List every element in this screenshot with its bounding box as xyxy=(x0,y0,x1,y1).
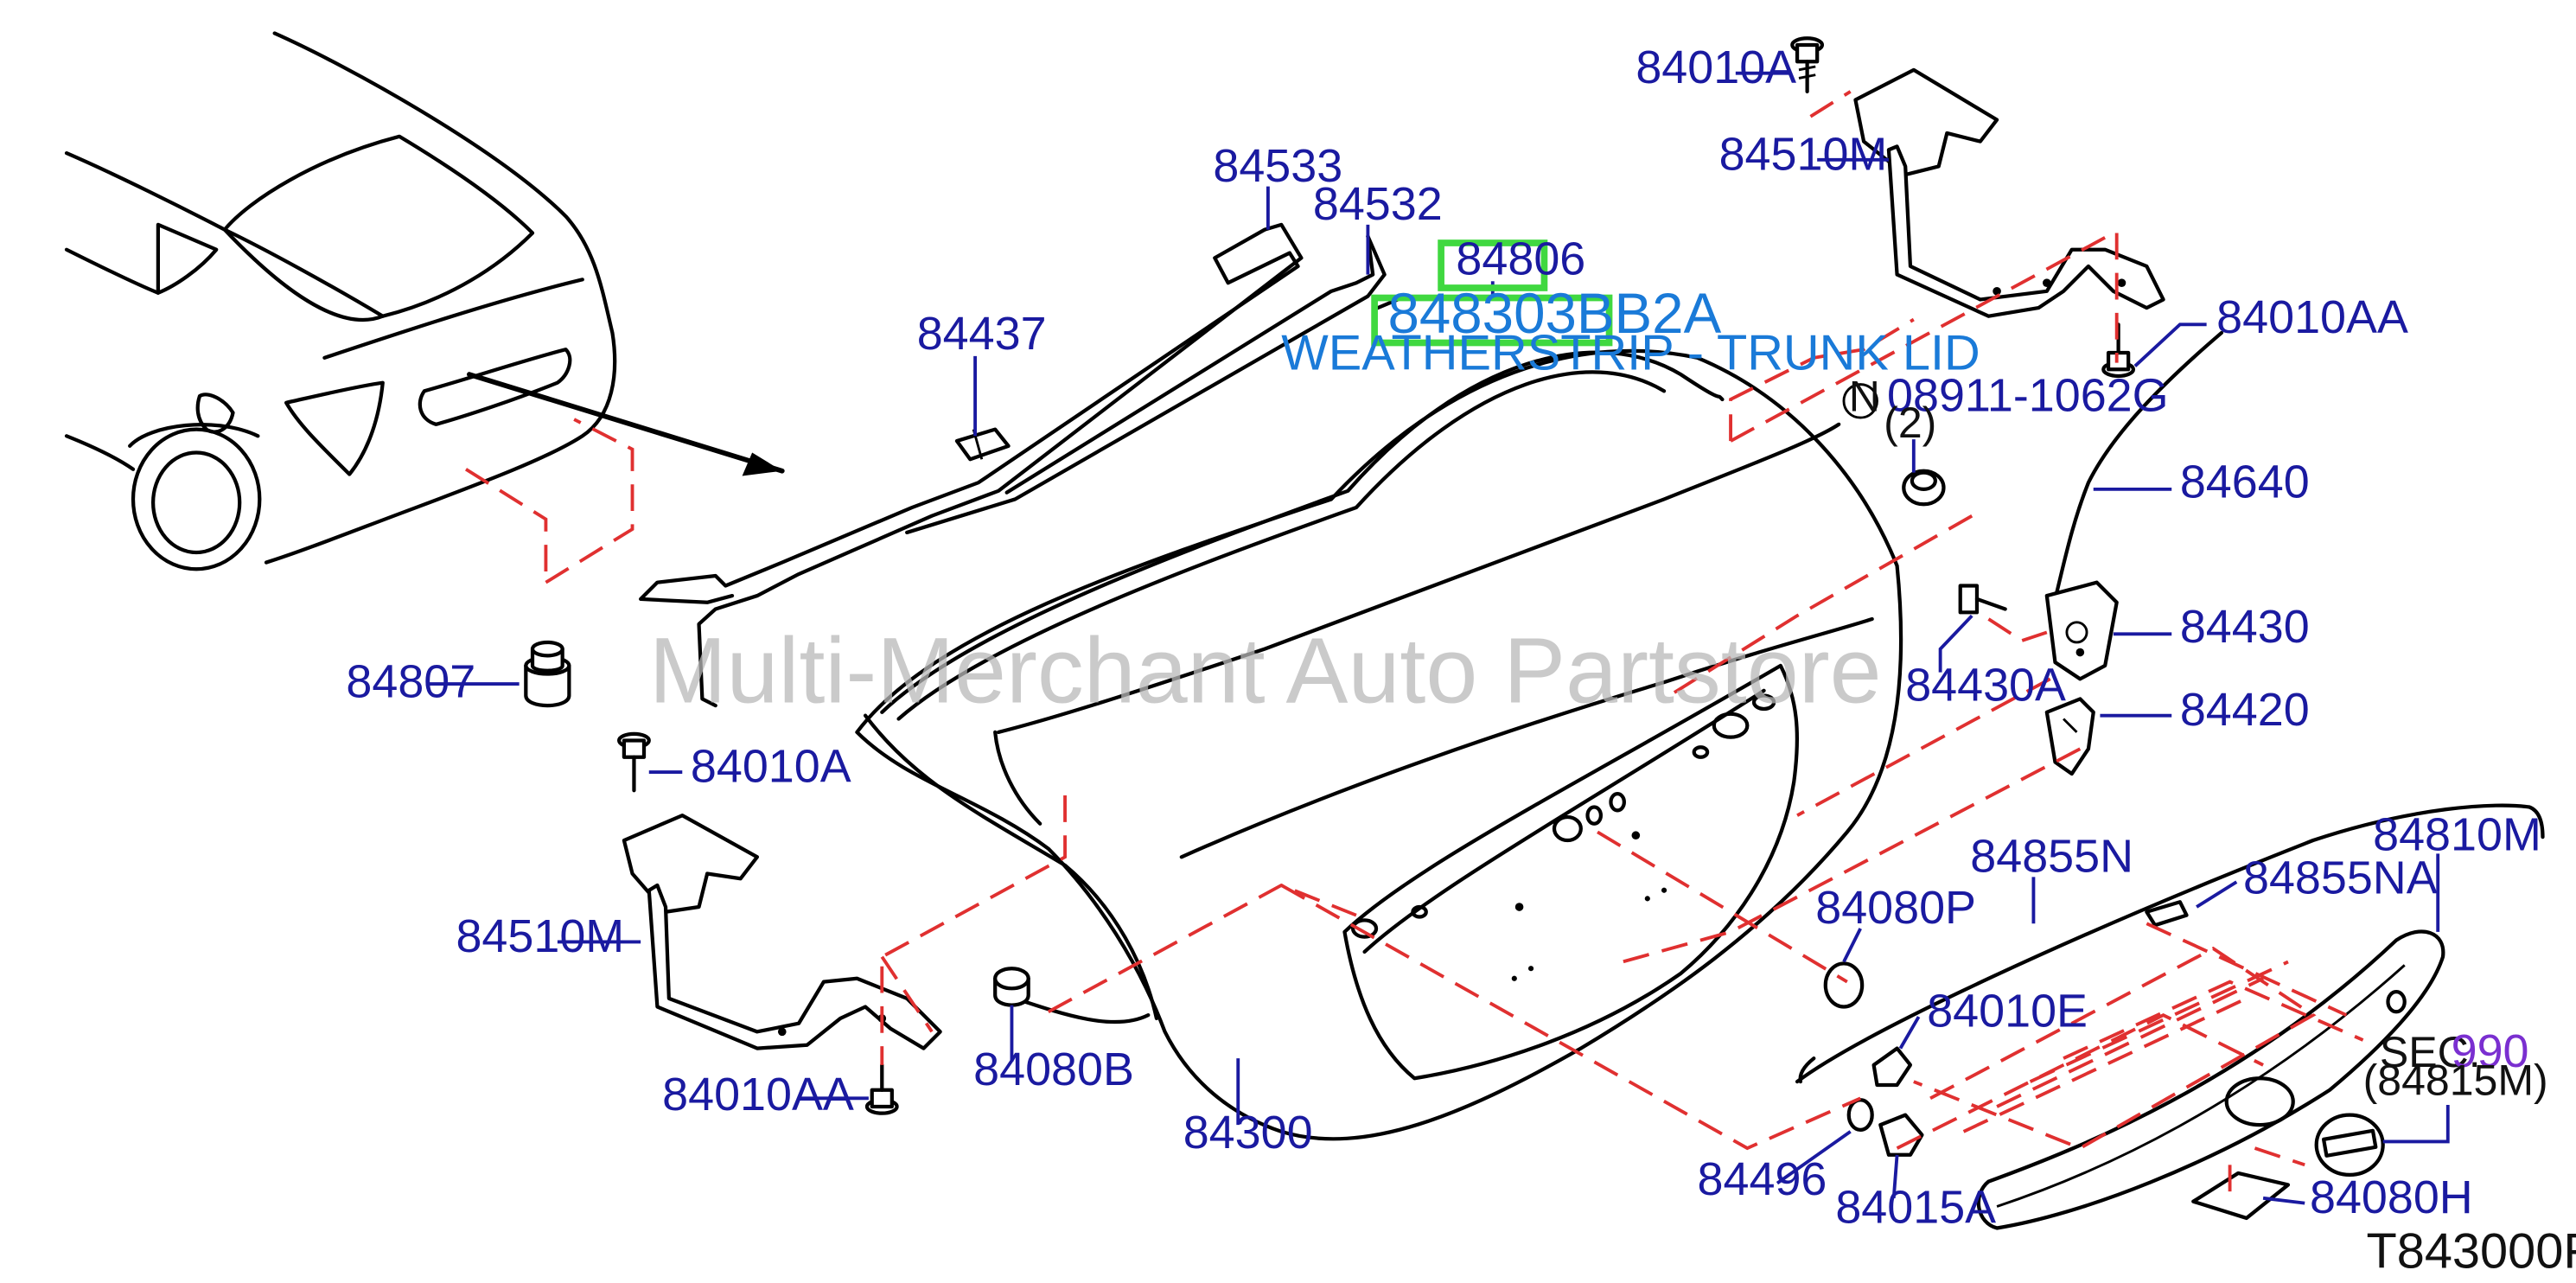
callout-84010AA-left[interactable]: 84010AA xyxy=(662,1069,854,1120)
rod-clip-part xyxy=(954,427,1011,462)
callout-84015A[interactable]: 84015A xyxy=(1835,1182,1996,1234)
car-rear-silhouette xyxy=(64,31,785,584)
callout-84080P[interactable]: 84080P xyxy=(1815,882,1976,934)
moulding-clip-84855NA-part xyxy=(2145,900,2189,928)
trunk-finisher-part xyxy=(1976,929,2445,1230)
bolt-84010A-top xyxy=(1790,36,1825,93)
washer-84496-part xyxy=(1846,1098,1874,1133)
nissan-emblem-part xyxy=(2314,1113,2385,1178)
callout-84533[interactable]: 84533 xyxy=(1213,140,1342,192)
torsion-rods xyxy=(639,222,1400,708)
watermark-text: Multi-Merchant Auto Partstore xyxy=(649,617,1882,722)
plug-84080P-part xyxy=(1823,961,1865,1009)
striker-part xyxy=(2044,697,2095,776)
callout-84010E[interactable]: 84010E xyxy=(1927,986,2088,1037)
diagram-code: T843000F xyxy=(2366,1224,2576,1280)
assembly-dashed-lines xyxy=(880,90,2364,1198)
bolt-84010A-left xyxy=(617,731,651,793)
callout-84810M[interactable]: 84810M xyxy=(2373,809,2541,861)
callout-84806[interactable]: 84806 xyxy=(1456,233,1585,285)
bumper-stop-part xyxy=(524,640,571,708)
callout-84855N[interactable]: 84855N xyxy=(1970,831,2133,883)
callout-84430[interactable]: 84430 xyxy=(2180,601,2310,653)
weatherstrip-outline xyxy=(880,350,1725,1024)
moulding-end xyxy=(1798,1056,1816,1084)
sec-number-link[interactable]: 990 xyxy=(2452,1025,2529,1077)
bolt-84430A xyxy=(1958,584,2007,615)
callout-84510M-top[interactable]: 84510M xyxy=(1719,128,1888,180)
license-lamp-part xyxy=(2191,1171,2291,1221)
callout-84010A-top[interactable]: 84010A xyxy=(1636,41,1796,93)
grommet-84080B-part xyxy=(993,967,1030,1007)
callout-84510M-left[interactable]: 84510M xyxy=(456,910,624,962)
callout-84640[interactable]: 84640 xyxy=(2180,456,2310,508)
callout-84496[interactable]: 84496 xyxy=(1698,1153,1827,1205)
callout-84080H[interactable]: 84080H xyxy=(2310,1171,2473,1223)
highlight-box-84806 xyxy=(1438,239,1548,291)
clip-84010E-part xyxy=(1871,1046,1913,1088)
nut-part xyxy=(1902,469,1946,507)
callout-84010A-left[interactable]: 84010A xyxy=(691,741,851,793)
leader-lines xyxy=(425,71,2450,1205)
n-symbol-circle xyxy=(1842,383,1878,419)
trunk-lock-part xyxy=(2044,580,2119,681)
sec-label: SEC. xyxy=(2380,1028,2481,1076)
callout-08911-1062G[interactable]: 08911-1062G xyxy=(1887,369,2169,421)
callout-848303BB2A[interactable]: 848303BB2A xyxy=(1388,282,1722,345)
n-symbol: N xyxy=(1849,372,1880,420)
highlight-box-848303BB2A xyxy=(1371,294,1613,347)
trunk-lid-panel xyxy=(855,348,1903,1141)
bolt-84010AA-right xyxy=(2101,322,2136,379)
callout-84807[interactable]: 84807 xyxy=(346,655,475,707)
left-hinge-part xyxy=(622,814,942,1050)
callout-84855NA[interactable]: 84855NA xyxy=(2243,852,2438,904)
callout-84437[interactable]: 84437 xyxy=(917,308,1047,360)
weatherstrip-label[interactable]: WEATHERSTRIP - TRUNK LID xyxy=(1281,325,1980,380)
trunk-moulding-part xyxy=(1795,803,2545,1084)
release-cable-part xyxy=(2053,330,2224,602)
callout-84430A[interactable]: 84430A xyxy=(1905,659,2066,711)
callout-84300[interactable]: 84300 xyxy=(1183,1107,1313,1159)
callout-84420[interactable]: 84420 xyxy=(2180,684,2310,736)
sec-sub-label: (84815M) xyxy=(2363,1056,2548,1105)
callout-84010AA-right[interactable]: 84010AA xyxy=(2216,291,2408,343)
right-hinge-part xyxy=(1853,67,2165,318)
bolt-84010AA-left xyxy=(864,1063,899,1115)
quantity-2: (2) xyxy=(1884,399,1936,447)
callout-84532[interactable]: 84532 xyxy=(1313,178,1443,230)
clip-84015A-part xyxy=(1878,1113,1924,1157)
callout-84080B[interactable]: 84080B xyxy=(973,1044,1134,1095)
